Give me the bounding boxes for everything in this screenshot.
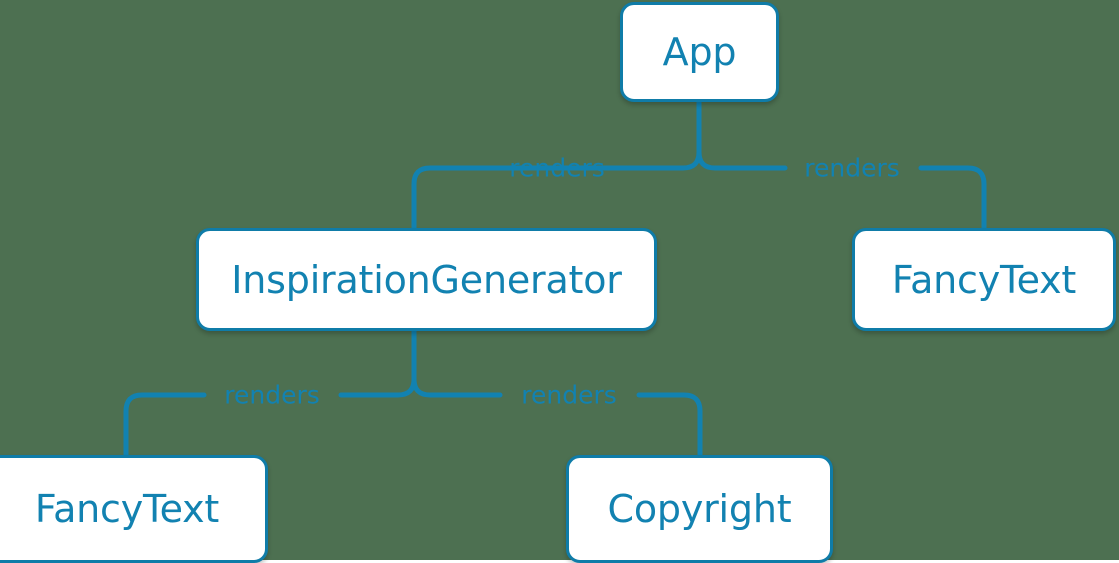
node-copyright[interactable]: Copyright (566, 455, 833, 563)
edge-app-to-fancytext-b (918, 165, 987, 231)
edge-inspiration-to-copyright-a (411, 376, 503, 398)
edge-inspiration-to-fancytext-a (338, 376, 417, 398)
edge-label-app-to-inspiration-generator: renders (509, 153, 605, 183)
node-copyright-label: Copyright (607, 487, 792, 531)
node-inspiration-generator[interactable]: InspirationGenerator (196, 228, 657, 331)
node-app-label: App (662, 30, 737, 74)
edge-app-to-inspiration-b (411, 165, 630, 231)
node-fancytext-bottom[interactable]: FancyText (0, 455, 268, 563)
node-fancytext-right[interactable]: FancyText (852, 228, 1116, 331)
node-fancytext-right-label: FancyText (891, 257, 1077, 302)
edge-app-to-fancytext-a (696, 149, 788, 171)
edge-inspiration-to-copyright-b (636, 392, 703, 458)
edge-label-inspiration-generator-to-fancytext: renders (224, 380, 320, 410)
node-inspiration-generator-label: InspirationGenerator (231, 257, 622, 302)
edge-label-inspiration-generator-to-copyright: renders (521, 380, 617, 410)
edge-label-app-to-fancytext: renders (804, 153, 900, 183)
node-fancytext-bottom-label: FancyText (34, 487, 220, 531)
edge-inspiration-to-fancytext-b (123, 392, 207, 458)
node-app[interactable]: App (620, 2, 779, 102)
